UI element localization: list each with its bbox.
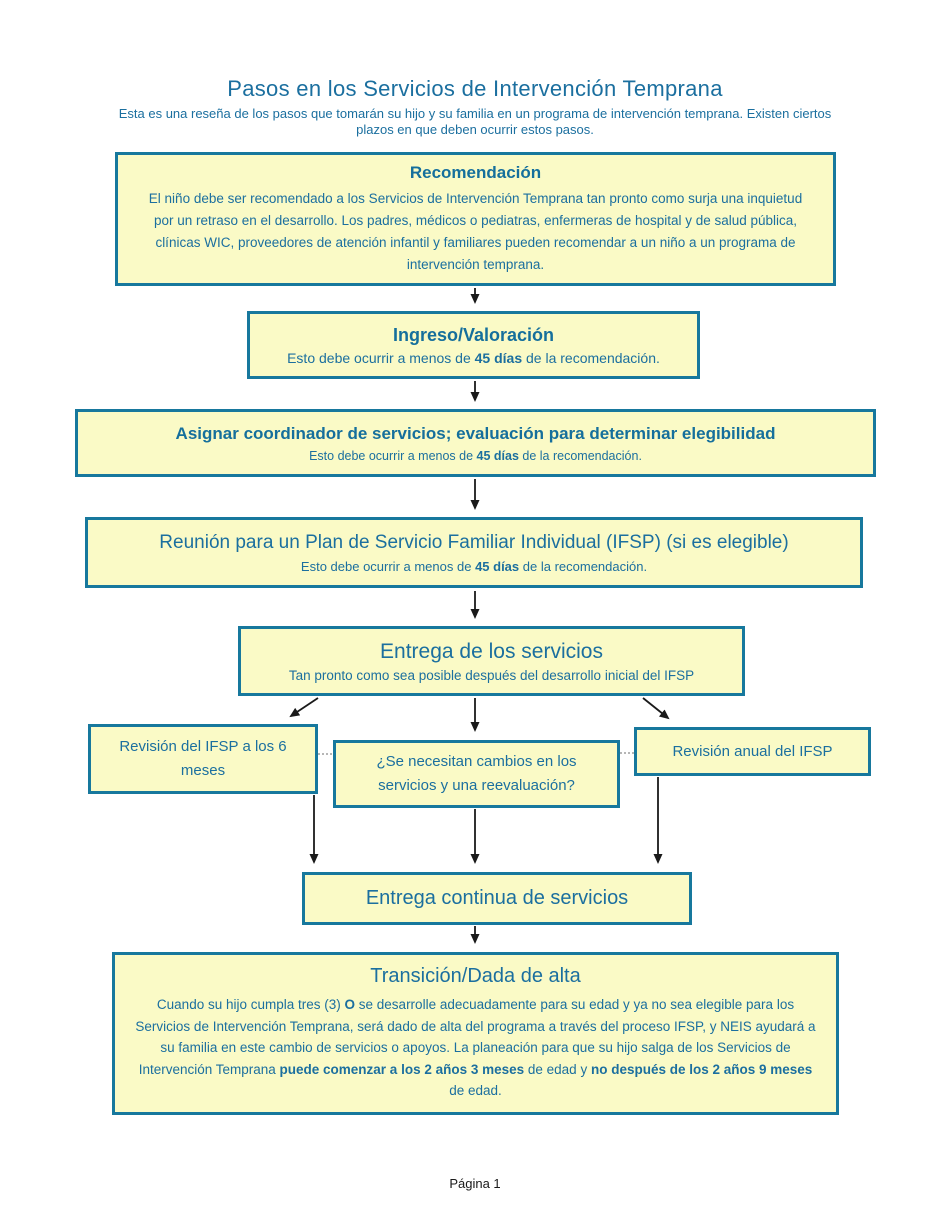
box-title: Recomendación [409, 162, 542, 182]
box-title: Ingreso/Valoración [392, 324, 555, 345]
box-body: Cuando su hijo cumpla tres (3) O se desa… [135, 997, 816, 1099]
flow-box-revision-anual: Revisión anual del IFSP [634, 727, 871, 776]
box-body: Esto debe ocurrir a menos de 45 días de … [309, 448, 642, 463]
box-title: ¿Se necesitan cambios en los servicios y… [376, 753, 577, 794]
bold-start-age: puede comenzar a los 2 años 3 meses [279, 1061, 525, 1077]
flow-box-revision-6-meses: Revisión del IFSP a los 6 meses [88, 724, 318, 794]
box-title: Transición/Dada de alta [370, 965, 581, 988]
page-subtitle: Esta es una reseña de los pasos que toma… [118, 106, 832, 137]
box-title: Entrega continua de servicios [365, 887, 629, 909]
box-title: Reunión para un Plan de Servicio Familia… [159, 531, 789, 553]
flow-box-asignar-coordinador: Asignar coordinador de servicios; evalua… [75, 409, 876, 477]
box-body: Esto debe ocurrir a menos de 45 días de … [287, 349, 660, 366]
flow-box-entrega-servicios: Entrega de los servicios Tan pronto como… [238, 626, 745, 696]
flow-box-entrega-continua: Entrega continua de servicios [302, 872, 692, 925]
flow-box-ingreso-valoracion: Ingreso/Valoración Esto debe ocurrir a m… [247, 311, 700, 379]
box-body: Tan pronto como sea posible después del … [288, 667, 695, 683]
box-body: Esto debe ocurrir a menos de 45 días de … [300, 558, 648, 574]
flow-box-transicion-dada-de-alta: Transición/Dada de alta Cuando su hijo c… [112, 952, 839, 1115]
bold-o: O [344, 997, 356, 1013]
deadline-bold-text: 45 días [474, 349, 523, 366]
box-title: Revisión del IFSP a los 6 meses [119, 738, 287, 779]
bold-end-age: no después de los 2 años 9 meses [590, 1061, 813, 1077]
flow-box-recomendacion: Recomendación El niño debe ser recomenda… [115, 152, 836, 286]
box-body: El niño debe ser recomendado a los Servi… [148, 190, 803, 272]
box-title: Entrega de los servicios [380, 639, 603, 663]
deadline-bold-text: 45 días [476, 448, 519, 463]
flow-box-cambios-reevaluacion: ¿Se necesitan cambios en los servicios y… [333, 740, 620, 808]
deadline-bold-text: 45 días [475, 558, 520, 574]
page-number: Página 1 [449, 1176, 501, 1191]
flow-box-reunion-ifsp: Reunión para un Plan de Servicio Familia… [85, 517, 863, 588]
page-title: Pasos en los Servicios de Intervención T… [227, 76, 723, 101]
box-title: Revisión anual del IFSP [672, 743, 833, 760]
box-title: Asignar coordinador de servicios; evalua… [175, 423, 776, 443]
